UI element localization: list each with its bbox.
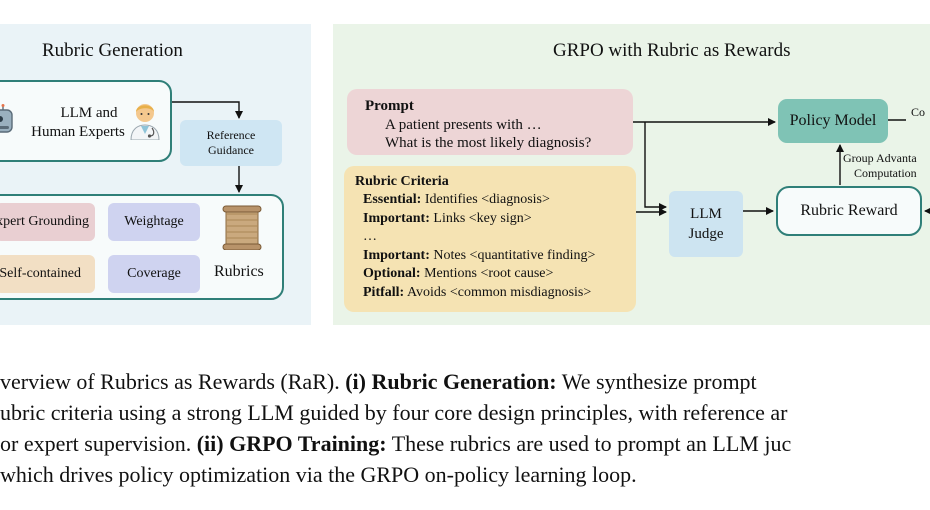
criteria-item: Important: Links <key sign> (363, 210, 595, 229)
reference-line1: Reference (206, 128, 256, 142)
criteria-item-label: Important: (363, 210, 430, 226)
criteria-item-text: … (363, 229, 377, 245)
criteria-item-label: Important: (363, 247, 430, 263)
reference-guidance-box: Reference Guidance (180, 120, 282, 166)
robot-icon (0, 104, 13, 133)
expert-label-line1: LLM and (60, 105, 118, 121)
prompt-line1: A patient presents with … (385, 117, 542, 133)
advantage-line2: Computation (854, 166, 917, 180)
principle-self-contained: Self-contained (0, 255, 95, 293)
scroll-icon (222, 205, 262, 250)
rubric-reward-box: Rubric Reward (776, 186, 922, 236)
policy-model-box: Policy Model (778, 99, 888, 143)
principle-coverage: Coverage (108, 255, 200, 293)
criteria-item-label: Pitfall: (363, 284, 405, 300)
caption-run: which drives policy optimization via the… (0, 462, 637, 487)
reference-line2: Guidance (208, 143, 254, 157)
prompt-heading: Prompt (365, 98, 414, 114)
caption-bold-run: (i) Rubric Generation: (345, 369, 557, 394)
rubrics-box: Expert Grounding Weightage Self-containe… (0, 194, 284, 300)
caption-bold-run: (ii) GRPO Training: (196, 431, 387, 456)
advantage-line1: Group Advanta (843, 151, 917, 165)
grpo-panel: GRPO with Rubric as Rewards Prompt A pat… (333, 24, 930, 325)
figure-caption: verview of Rubrics as Rewards (RaR). (i)… (0, 366, 930, 490)
caption-line-1: verview of Rubrics as Rewards (RaR). (i)… (0, 366, 930, 397)
caption-run: ubric criteria using a strong LLM guided… (0, 400, 788, 425)
criteria-item: Important: Notes <quantitative finding> (363, 247, 595, 266)
caption-line-4: which drives policy optimization via the… (0, 459, 930, 490)
prompt-line2: What is the most likely diagnosis? (385, 135, 592, 151)
doctor-icon (130, 104, 160, 140)
rubrics-label: Rubrics (214, 263, 264, 280)
criteria-item-label: Essential: (363, 192, 422, 207)
rubric-generation-panel: Rubric Generation LLM and Human Experts … (0, 24, 311, 325)
criteria-item: Essential: Identifies <diagnosis> (363, 191, 595, 210)
criteria-item-text: Avoids <common misdiagnosis> (404, 284, 592, 300)
criteria-item: Pitfall: Avoids <common misdiagnosis> (363, 284, 595, 303)
caption-line-3: or expert supervision. (ii) GRPO Trainin… (0, 428, 930, 459)
caption-run: These rubrics are used to prompt an LLM … (386, 431, 792, 456)
criteria-item-text: Links <key sign> (429, 210, 532, 226)
criteria-item-text: Mentions <root cause> (420, 266, 554, 282)
arrow-experts-to-reference (172, 101, 243, 119)
criteria-item-text: Notes <quantitative finding> (429, 247, 596, 263)
caption-run: verview of Rubrics as Rewards (RaR). (0, 369, 346, 394)
rubric-generation-title: Rubric Generation (42, 40, 183, 61)
llm-judge-box: LLM Judge (669, 191, 743, 257)
judge-line2: Judge (688, 226, 724, 242)
caption-run: or expert supervision. (0, 431, 197, 456)
criteria-item: … (363, 228, 595, 247)
criteria-item-text: Identifies <diagnosis> (421, 192, 550, 207)
prompt-box: Prompt A patient presents with … What is… (347, 89, 633, 155)
judge-line1: LLM (690, 206, 722, 222)
criteria-list: Essential: Identifies <diagnosis>Importa… (363, 191, 595, 303)
caption-line-2: ubric criteria using a strong LLM guided… (0, 397, 930, 428)
connector-arrows (172, 101, 930, 216)
criteria-item-label: Optional: (363, 266, 421, 282)
arrow-prompt-to-judge (644, 122, 667, 211)
rubric-criteria-box: Rubric Criteria Essential: Identifies <d… (344, 166, 636, 312)
criteria-item: Optional: Mentions <root cause> (363, 265, 595, 284)
advantage-label: Group Advanta Computation (843, 151, 930, 181)
cut-label: Co (911, 105, 926, 119)
expert-box: LLM and Human Experts (0, 80, 172, 162)
caption-run: We synthesize prompt (556, 369, 757, 394)
grpo-title: GRPO with Rubric as Rewards (553, 40, 791, 61)
expert-label-line2: Human Experts (31, 124, 125, 140)
principle-weightage: Weightage (108, 203, 200, 241)
criteria-heading: Rubric Criteria (355, 174, 449, 189)
principle-expert-grounding: Expert Grounding (0, 203, 95, 241)
